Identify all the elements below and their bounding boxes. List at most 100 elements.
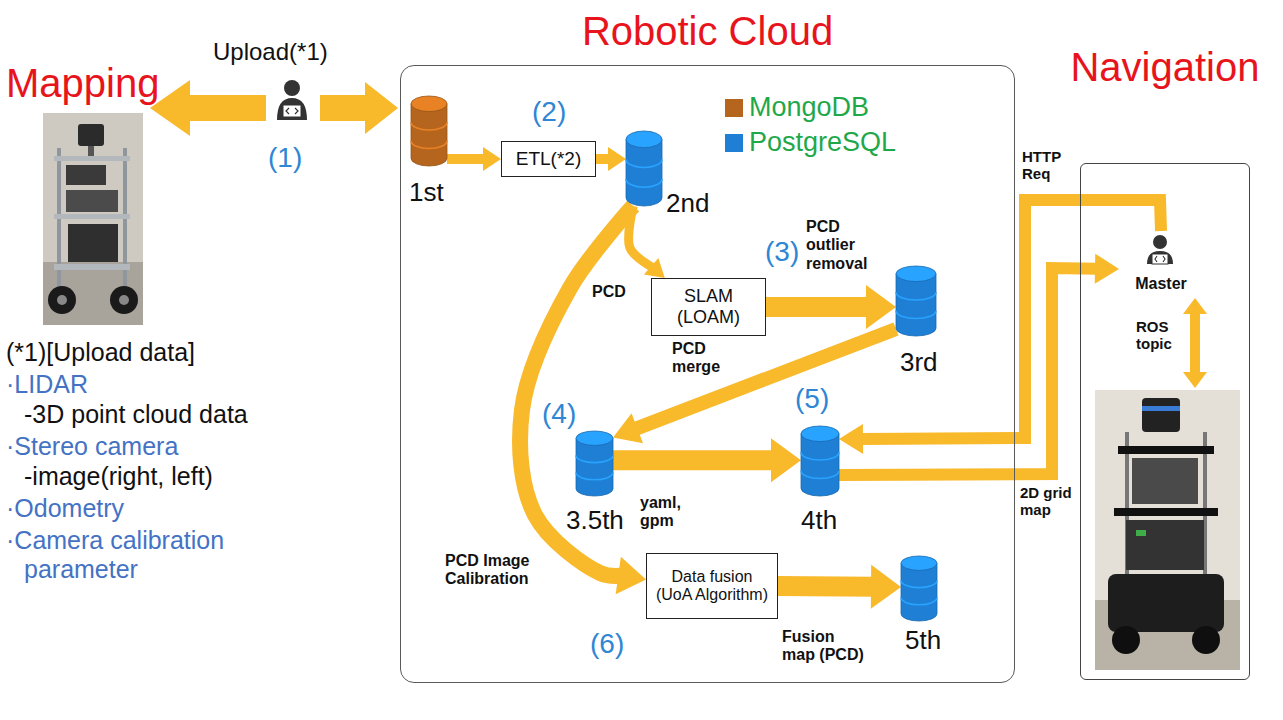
navigation-panel: MasterNavigation <box>1080 163 1250 680</box>
database-body <box>896 274 936 336</box>
developer-icon <box>277 80 307 120</box>
database-top <box>626 131 662 148</box>
database-band <box>901 598 937 605</box>
database-band <box>896 311 936 319</box>
legend: MongoDBPostgreSQL <box>725 90 896 160</box>
callout-number: (5) <box>795 383 829 415</box>
arrow-head <box>608 147 626 171</box>
database-label: 3.5th <box>566 506 624 536</box>
flow-arrow <box>520 206 646 594</box>
database-shape <box>901 556 937 621</box>
database-top <box>411 96 447 112</box>
panel-heading: Navigation <box>1061 44 1269 90</box>
arrow-shaft <box>635 329 896 429</box>
database-shape <box>896 266 936 336</box>
arrow-shaft <box>520 206 633 576</box>
icon-head <box>284 80 300 96</box>
wheel-hub <box>57 295 67 305</box>
database-body <box>576 438 613 496</box>
icon-body <box>277 98 307 120</box>
legend-swatch <box>725 99 743 117</box>
database-band <box>801 471 839 479</box>
database-shape <box>626 131 662 206</box>
process-box: SLAM (LOAM) <box>651 278 766 336</box>
flow-arrow <box>596 147 626 171</box>
robot-electronics <box>1132 458 1198 504</box>
robot-electronics <box>1126 520 1204 570</box>
database-body <box>411 104 447 166</box>
robot-base <box>1108 574 1224 632</box>
edge-label: yaml, gpm <box>640 494 700 531</box>
wheel <box>48 286 76 314</box>
arrow-shaft <box>861 200 1161 439</box>
arrow-head <box>866 285 896 329</box>
legend-swatch <box>725 134 743 152</box>
database-band <box>901 580 937 587</box>
upload-arrows <box>150 80 398 136</box>
flow-arrow <box>766 285 896 329</box>
flow-arrow <box>778 565 901 609</box>
arrow-shaft <box>839 268 1097 475</box>
icon-code-mark <box>286 108 298 114</box>
process-box: Data fusion (UoA Algorithm) <box>646 553 778 619</box>
database-body <box>901 563 937 621</box>
arrow-shaft <box>447 154 485 164</box>
database-label: 3rd <box>900 348 938 378</box>
legend-label: MongoDB <box>749 92 869 123</box>
note-item: ·Stereo camera <box>6 432 178 461</box>
wheel <box>1112 626 1140 654</box>
database-top <box>896 266 936 282</box>
arrow-shaft <box>596 154 610 164</box>
icon-code-mark <box>1155 256 1165 262</box>
database-cylinder: 3.5th <box>576 431 613 496</box>
note-item: ·Odometry <box>6 494 124 523</box>
upload-label: Upload(*1) <box>213 38 328 66</box>
box-label: Data fusion (UoA Algorithm) <box>655 568 769 605</box>
lidar-sensor <box>78 124 104 146</box>
flow-arrow <box>447 147 501 171</box>
upload-arrow-right <box>320 82 398 134</box>
database-label: 5th <box>905 626 941 656</box>
note-heading: (*1)[Upload data] <box>6 338 195 367</box>
flow-arrow <box>613 438 801 482</box>
note-detail: -3D point cloud data <box>24 400 248 429</box>
database-shape <box>411 96 447 166</box>
lidar-ring <box>1142 406 1180 411</box>
callout-number: (2) <box>532 96 566 128</box>
database-band <box>896 292 936 300</box>
arrow-head <box>644 258 665 278</box>
master-icon <box>1147 235 1173 264</box>
database-shape <box>801 426 839 496</box>
box-label: ETL(*2) <box>516 148 581 170</box>
database-band <box>576 455 613 462</box>
legend-row: MongoDB <box>725 90 896 125</box>
database-band <box>576 473 613 480</box>
database-top <box>576 431 613 445</box>
arrow-shaft <box>766 297 868 317</box>
arrow-head <box>616 557 646 595</box>
edge-label: PCD merge <box>672 340 728 377</box>
status-led <box>1136 530 1146 536</box>
database-body <box>801 434 839 496</box>
note-detail: -image(right, left) <box>24 462 213 491</box>
navigation-robot-photo <box>1095 390 1240 670</box>
panel-heading: Robotic Cloud <box>401 8 1014 54</box>
master-node: Master <box>1119 231 1203 293</box>
database-band <box>626 179 662 187</box>
shelf <box>54 156 130 161</box>
section-heading: Mapping <box>6 60 159 106</box>
edge-label: Fusion map (PCD) <box>782 628 868 665</box>
battery-box <box>68 224 118 262</box>
database-cylinder: 4th <box>801 426 839 496</box>
callout-number: (6) <box>590 628 624 660</box>
callout-number: (4) <box>542 398 576 430</box>
photo-wall <box>1095 390 1240 670</box>
edge-label: HTTP Req <box>1022 148 1066 183</box>
icon-laptop <box>1152 254 1168 264</box>
arrow-head <box>771 438 801 482</box>
edge-label: PCD outlier removal <box>806 218 878 273</box>
flow-arrow <box>839 200 1161 454</box>
arrow-head <box>839 424 863 454</box>
flow-arrow <box>613 329 896 443</box>
process-box: ETL(*2) <box>501 141 596 177</box>
